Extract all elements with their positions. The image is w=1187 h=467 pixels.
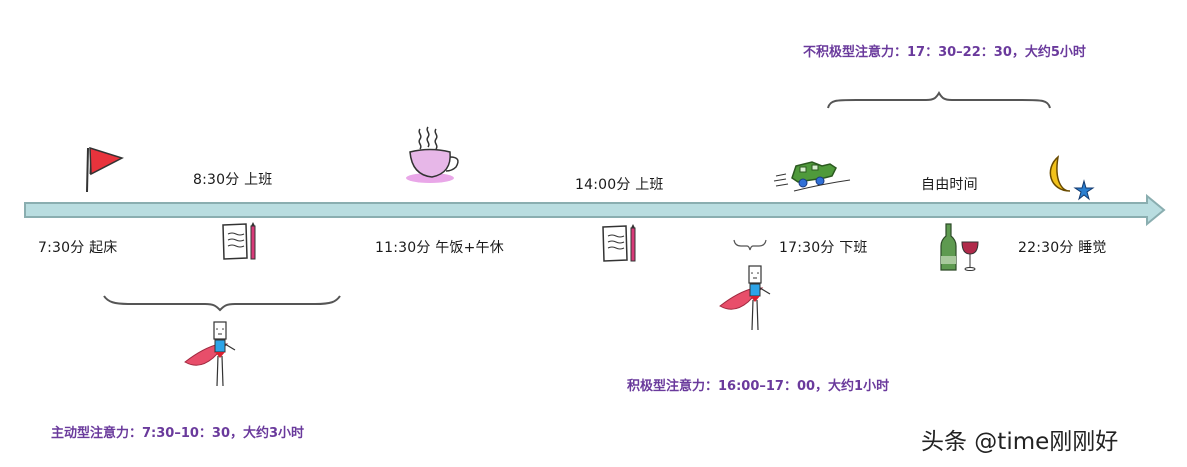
notebook-pencil-icon [602, 224, 636, 262]
superhero-stickman-icon [719, 265, 771, 331]
event-label-free-time: 自由时间 [921, 177, 978, 193]
event-label-off-work: 17:30分 下班 [779, 240, 868, 256]
superhero-stickman-icon [184, 321, 236, 387]
event-label-wake-up: 7:30分 起床 [38, 240, 118, 256]
proactive-attention-label: 主动型注意力：7:30–10：30，大约3小时 [51, 426, 305, 441]
wine-bottle-glass-icon [940, 223, 979, 271]
event-label-work-afternoon: 14:00分 上班 [575, 177, 664, 193]
event-label-work-morning: 8:30分 上班 [193, 172, 273, 188]
notebook-pencil-icon [222, 222, 256, 260]
event-label-lunch-break: 11:30分 午饭+午休 [375, 240, 504, 256]
event-label-sleep: 22:30分 睡觉 [1018, 240, 1107, 256]
proactive-attention-brace-icon [103, 295, 341, 312]
timeline-arrow [24, 193, 1166, 227]
passive-attention-label: 不积极型注意力：17：30–22：30，大约5小时 [803, 45, 1086, 60]
flag-icon [86, 146, 124, 193]
passive-attention-brace-icon [827, 91, 1051, 109]
moon-star-icon [1049, 155, 1095, 201]
car-icon [773, 161, 851, 192]
coffee-cup-icon [406, 126, 459, 183]
active-attention-brace-icon [733, 239, 767, 251]
active-attention-label: 积极型注意力：16:00–17：00，大约1小时 [627, 379, 890, 394]
watermark: 头条 @time刚刚好 [921, 429, 1119, 455]
